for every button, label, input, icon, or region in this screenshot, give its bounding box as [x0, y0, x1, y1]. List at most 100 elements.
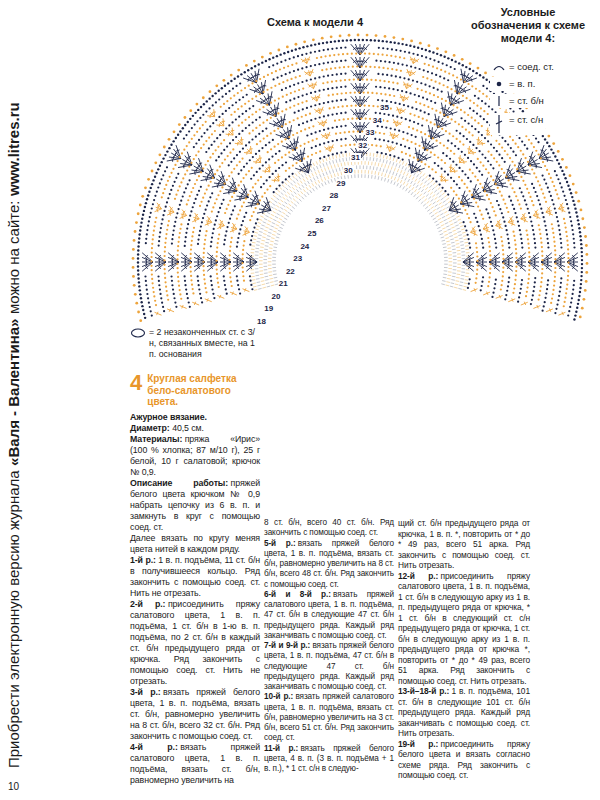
chain-stitch — [473, 198, 475, 200]
sc-stitch — [278, 210, 281, 212]
dc-stitch — [476, 260, 487, 264]
chain-stitch — [239, 209, 241, 211]
chain-stitch — [469, 190, 471, 192]
sc-stitch — [328, 176, 329, 179]
chain-stitch — [261, 196, 263, 198]
sc-stitch — [337, 173, 339, 176]
sc-stitch — [397, 178, 399, 181]
chain-stitch — [521, 279, 523, 281]
chain-stitch — [255, 153, 257, 155]
chain-stitch — [379, 112, 381, 114]
sc-stitch — [460, 244, 464, 246]
chain-stitch — [278, 184, 280, 186]
chain-stitch — [459, 132, 461, 134]
sc-stitch — [422, 178, 424, 181]
chain-stitch — [293, 98, 295, 100]
sc-stitch — [378, 176, 380, 180]
sc-stitch — [435, 185, 438, 188]
chain-stitch — [336, 152, 338, 154]
sc-stitch — [457, 270, 461, 271]
dc-stitch — [528, 257, 539, 262]
sc-stitch — [253, 286, 257, 288]
chain-stitch — [224, 235, 226, 237]
sc-stitch — [321, 169, 322, 172]
chain-stitch — [245, 144, 247, 146]
chain-stitch — [507, 285, 509, 287]
sc-stitch — [436, 224, 439, 226]
chain-stitch — [533, 286, 535, 288]
sc-stitch — [453, 262, 457, 263]
chain-stitch — [490, 154, 492, 156]
chain-stitch — [315, 131, 317, 133]
chain-stitch — [499, 208, 501, 210]
sc-stitch — [277, 221, 280, 223]
chain-stitch — [504, 161, 506, 163]
sc-stitch — [460, 278, 464, 280]
dc-stitch — [515, 262, 526, 271]
dc-stitch — [386, 145, 389, 152]
chain-stitch — [445, 130, 447, 132]
chain-stitch — [510, 183, 512, 185]
sc-stitch — [428, 190, 431, 193]
chain-stitch — [221, 162, 223, 164]
chain-stitch — [520, 233, 522, 235]
dc-stitch — [463, 253, 474, 262]
sc-stitch — [251, 276, 255, 277]
sc-stitch — [411, 192, 413, 195]
sc-stitch — [379, 168, 381, 172]
chain-stitch — [237, 284, 239, 286]
chain-stitch — [357, 130, 359, 132]
chain-stitch — [398, 130, 400, 132]
dc-stitch — [360, 96, 369, 107]
chain-stitch — [212, 293, 214, 295]
sc-stitch — [368, 175, 369, 179]
sc-stitch — [358, 170, 359, 174]
dc-stitch — [463, 262, 474, 271]
dc-stitch — [489, 253, 500, 262]
dc-stitch — [390, 132, 393, 139]
chain-stitch — [515, 248, 517, 250]
chain-stitch — [471, 125, 473, 127]
chain-stitch — [515, 266, 517, 268]
chain-stitch — [249, 244, 251, 246]
sc-stitch — [423, 204, 426, 206]
chain-stitch — [465, 129, 467, 131]
dc-stitch — [207, 262, 218, 271]
sc-stitch — [282, 185, 285, 188]
sc-stitch — [465, 245, 469, 247]
sc-stitch — [460, 241, 464, 243]
chain-stitch — [202, 256, 204, 258]
chain-stitch — [237, 213, 239, 215]
chain-stitch — [487, 172, 489, 174]
sc-stitch — [442, 216, 445, 218]
chain-stitch — [394, 128, 396, 130]
chain-stitch — [533, 238, 535, 240]
chain-stitch — [426, 149, 428, 151]
chain-stitch — [236, 275, 238, 277]
sc-stitch — [409, 185, 411, 188]
chain-stitch — [470, 160, 472, 162]
sc-stitch — [452, 245, 456, 247]
sc-stitch — [269, 244, 273, 246]
chain-stitch — [265, 144, 267, 146]
sc-stitch — [295, 173, 297, 176]
sc-stitch — [258, 222, 261, 223]
dc-stitch — [528, 262, 539, 267]
sc-stitch — [257, 281, 261, 283]
chain-stitch — [336, 113, 338, 115]
sc-stitch — [258, 234, 261, 236]
chain-stitch — [401, 151, 403, 153]
chain-stitch — [428, 166, 430, 168]
chain-stitch — [476, 269, 478, 271]
dc-stitch — [233, 257, 244, 262]
chain-stitch — [476, 264, 478, 266]
chain-stitch — [487, 237, 489, 239]
dc-stitch — [533, 305, 540, 308]
sc-stitch — [310, 169, 312, 172]
chain-stitch — [482, 247, 484, 249]
sc-stitch — [282, 212, 285, 214]
sc-stitch — [390, 157, 391, 160]
sc-stitch — [446, 226, 449, 227]
chain-stitch — [462, 135, 464, 137]
chain-stitch — [514, 239, 516, 241]
